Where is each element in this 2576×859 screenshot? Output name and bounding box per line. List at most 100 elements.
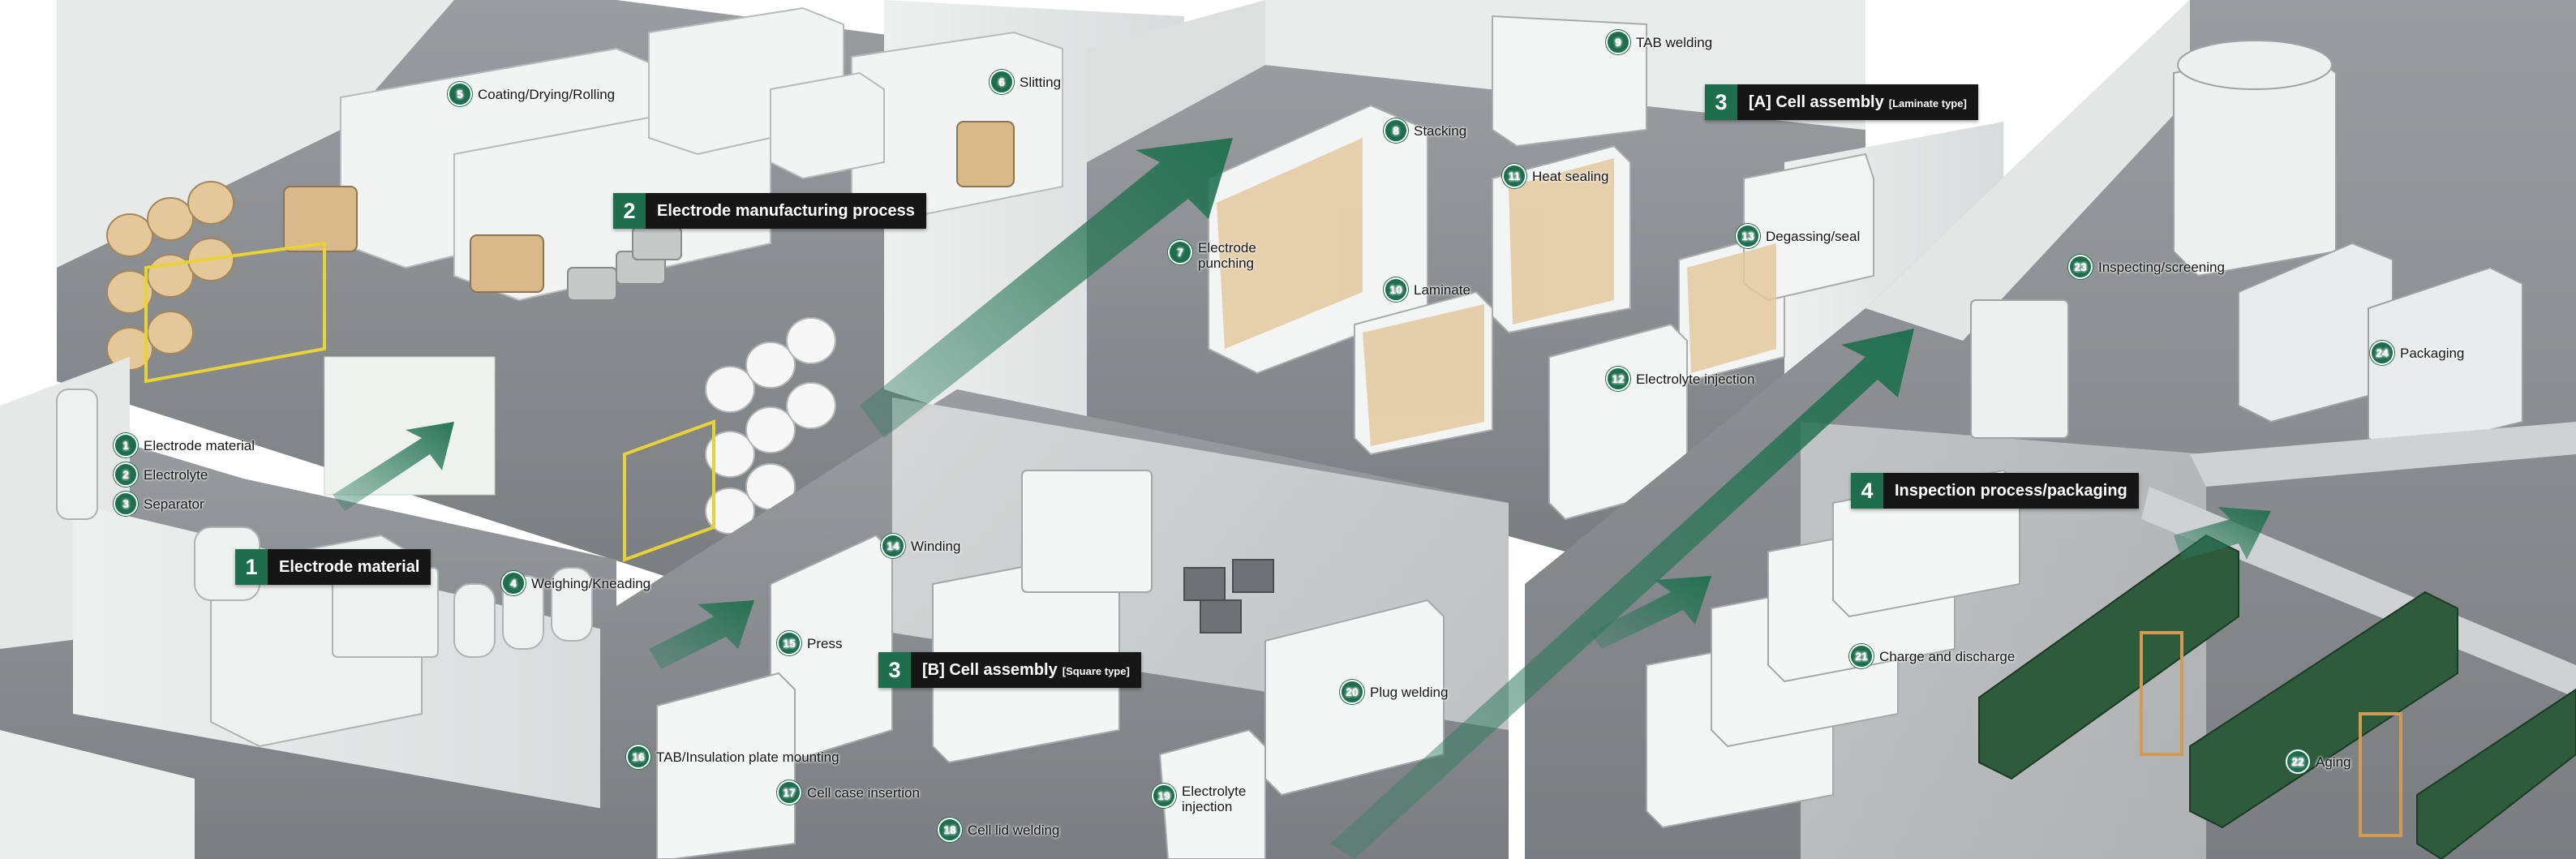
section-label: Electrode manufacturing process (657, 202, 915, 220)
step-label: Packaging (2400, 345, 2465, 361)
arrow-electrode-to-square (649, 600, 754, 669)
section-number: 4 (1851, 473, 1883, 509)
step-number-badge: 22 (2286, 749, 2310, 774)
section-title-electrode-manufacturing: 2 Electrode manufacturing process (613, 193, 926, 229)
step-number-badge: 15 (777, 631, 801, 655)
step-6-slitting: 6 Slitting (990, 70, 1061, 94)
step-number-badge: 21 (1849, 644, 1874, 668)
arrow-electrode-to-laminate (860, 138, 1233, 438)
step-number-badge: 6 (990, 70, 1014, 94)
step-1-electrode-material: 1 Electrode material (114, 433, 255, 457)
step-22-aging: 22 Aging (2286, 749, 2351, 774)
step-label: TAB welding (1636, 34, 1713, 50)
section-label: Inspection process/packaging (1895, 482, 2127, 500)
step-number-badge: 4 (501, 571, 526, 595)
step-number-badge: 5 (448, 82, 472, 106)
section-number: 3 (1705, 84, 1737, 120)
step-label-line2: injection (1182, 799, 1233, 814)
step-number-badge: 23 (2068, 255, 2093, 279)
room-cell-assembly-square (600, 389, 1509, 859)
step-number-badge: 9 (1606, 30, 1630, 54)
step-24-packaging: 24 Packaging (2370, 341, 2464, 365)
step-label: Heat sealing (1532, 168, 1609, 184)
step-number-badge: 20 (1340, 680, 1364, 704)
step-5-coating-drying-rolling: 5 Coating/Drying/Rolling (448, 82, 615, 106)
step-number-badge: 16 (626, 745, 650, 769)
step-number-badge: 14 (881, 534, 905, 558)
step-9-tab-welding: 9 TAB welding (1606, 30, 1712, 54)
step-11-heat-sealing: 11 Heat sealing (1502, 164, 1609, 188)
step-13-degassing-seal: 13 Degassing/seal (1736, 224, 1860, 248)
step-label: Cell lid welding (968, 822, 1060, 838)
section-label: [B] Cell assembly (922, 661, 1058, 679)
step-label: Winding (911, 538, 961, 554)
step-number-badge: 18 (938, 818, 962, 842)
step-label: Electrode material (144, 437, 255, 453)
step-label: Separator (144, 496, 204, 512)
step-number-badge: 8 (1384, 118, 1408, 143)
step-number-badge: 3 (114, 492, 138, 516)
step-2-electrolyte: 2 Electrolyte (114, 462, 208, 487)
step-4-weighing-kneading: 4 Weighing/Kneading (501, 571, 650, 595)
section-title-electrode-material: 1 Electrode material (235, 549, 431, 585)
step-label: Coating/Drying/Rolling (478, 86, 616, 102)
step-number-badge: 17 (777, 780, 801, 805)
step-number-badge: 10 (1384, 277, 1408, 302)
step-21-charge-and-discharge: 21 Charge and discharge (1849, 644, 2015, 668)
step-number-badge: 11 (1502, 164, 1526, 188)
step-label: Inspecting/screening (2098, 259, 2225, 275)
step-12-electrolyte-injection: 12 Electrolyte injection (1606, 367, 1754, 391)
arrow-laminate-to-inspection (1330, 329, 1914, 859)
step-number-badge: 7 (1168, 240, 1192, 264)
section-number: 3 (878, 652, 911, 688)
step-17-cell-case-insertion: 17 Cell case insertion (777, 780, 920, 805)
section-label: [A] Cell assembly (1749, 93, 1884, 111)
step-label: Electrolyte injection (1636, 371, 1755, 387)
section-number: 2 (613, 193, 646, 229)
step-number-badge: 13 (1736, 224, 1760, 248)
room-inspection-packaging (1525, 0, 2576, 859)
section-sublabel: [Square type] (1062, 665, 1130, 677)
step-number-badge: 1 (114, 433, 138, 457)
flow-arrows (333, 138, 2271, 859)
step-label: Aging (2316, 754, 2351, 770)
arrow-to-charge (1590, 576, 1711, 649)
step-label: Electrode (1198, 240, 1256, 256)
step-18-cell-lid-welding: 18 Cell lid welding (938, 818, 1059, 842)
step-label: Weighing/Kneading (531, 575, 651, 591)
step-20-plug-welding: 20 Plug welding (1340, 680, 1448, 704)
step-number-badge: 2 (114, 462, 138, 487)
arrow-to-packaging (2174, 507, 2271, 560)
step-label: TAB/Insulation plate mounting (656, 749, 839, 765)
step-number-badge: 12 (1606, 367, 1630, 391)
step-label: Electrolyte (144, 466, 208, 483)
step-10-laminate: 10 Laminate (1384, 277, 1470, 302)
section-title-cell-assembly-laminate: 3 [A] Cell assembly [Laminate type] (1705, 84, 1978, 120)
step-3-separator: 3 Separator (114, 492, 204, 516)
step-label: Slitting (1020, 74, 1062, 90)
step-label: Cell case insertion (807, 784, 920, 801)
step-number-badge: 19 (1152, 784, 1176, 808)
step-label: Stacking (1414, 122, 1467, 139)
section-title-cell-assembly-square: 3 [B] Cell assembly [Square type] (878, 652, 1141, 688)
section-number: 1 (235, 549, 268, 585)
section-title-inspection-packaging: 4 Inspection process/packaging (1851, 473, 2139, 509)
step-label: Plug welding (1370, 684, 1449, 700)
step-label: Electrolyte (1182, 784, 1247, 799)
step-label: Charge and discharge (1879, 648, 2016, 664)
step-label: Press (807, 635, 843, 651)
step-label-line2: punching (1198, 256, 1255, 271)
arrow-material-to-electrode (333, 422, 454, 511)
step-8-stacking: 8 Stacking (1384, 118, 1466, 143)
step-23-inspecting-screening: 23 Inspecting/screening (2068, 255, 2225, 279)
step-label: Laminate (1414, 281, 1470, 298)
step-number-badge: 24 (2370, 341, 2394, 365)
step-16-tab-insulation-plate-mounting: 16 TAB/Insulation plate mounting (626, 745, 839, 769)
section-sublabel: [Laminate type] (1888, 97, 1967, 110)
step-label: Degassing/seal (1766, 228, 1861, 244)
step-14-winding: 14 Winding (881, 534, 960, 558)
section-label: Electrode material (279, 558, 420, 576)
